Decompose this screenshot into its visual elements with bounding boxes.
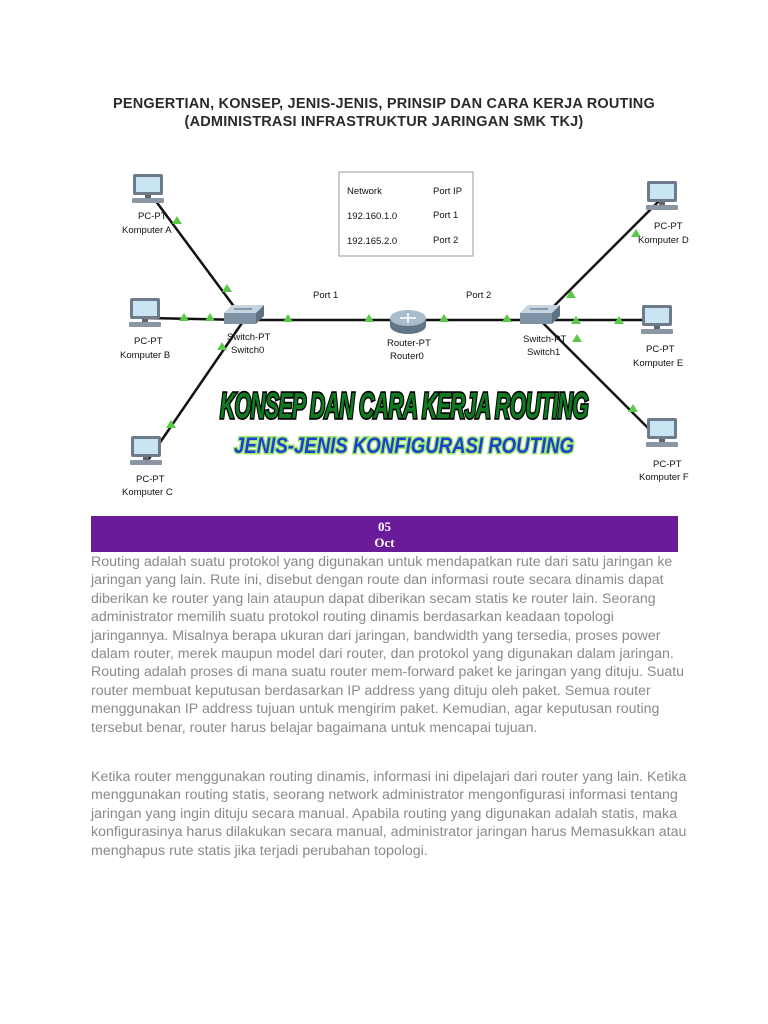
node-name-label: Komputer C [122,487,173,498]
node-name-label: Komputer A [122,225,172,236]
node-name-label: Switch1 [527,347,560,358]
port2-label: Port 2 [466,290,491,301]
routing-table: Network Port IP 192.160.1.0 Port 1 192.1… [338,171,474,257]
page-title-line1: PENGERTIAN, KONSEP, JENIS-JENIS, PRINSIP… [113,96,655,112]
computer-c: PC-PT Komputer C [122,436,173,498]
overlay-title: KONSEP DAN CARA KERJA ROUTING [220,385,588,426]
pc-icon [129,298,161,327]
routing-table-cell: Port 1 [433,210,458,221]
routing-table-cell: 192.165.2.0 [347,236,397,247]
date-banner: 05 Oct [91,516,678,552]
switch0: Switch-PT Switch0 [223,304,270,356]
pc-icon [646,418,678,447]
node-name-label: Komputer B [120,350,170,361]
node-name-label: Komputer E [633,358,683,369]
node-type-label: PC-PT [136,474,165,485]
computer-a: PC-PT Komputer A [122,174,172,236]
routing-table-header-network: Network [347,186,382,197]
node-type-label: PC-PT [134,336,163,347]
computer-f: PC-PT Komputer F [639,418,689,483]
computer-e: PC-PT Komputer E [633,305,683,369]
computer-b: PC-PT Komputer B [120,298,170,361]
node-type-label: PC-PT [653,459,682,470]
pc-icon [130,436,162,465]
router0: Router-PT Router0 [387,309,431,362]
pc-icon [646,181,678,210]
node-type-label: PC-PT [646,344,675,355]
pc-icon [132,174,164,203]
port1-label: Port 1 [313,290,338,301]
routing-table-cell: 192.160.1.0 [347,211,397,222]
pc-icon [641,305,673,334]
date-month: Oct [374,535,395,550]
node-type-label: Router-PT [387,338,431,349]
overlay-subtitle: JENIS-JENIS KONFIGURASI ROUTING [234,433,574,458]
node-name-label: Komputer F [639,472,689,483]
link-status-indicators [166,216,641,428]
router-icon [389,309,427,335]
date-day: 05 [378,519,391,534]
switch1: Switch-PT Switch1 [519,304,566,358]
network-links [146,199,661,461]
computer-d: PC-PT Komputer D [638,181,689,246]
node-type-label: PC-PT [654,221,683,232]
node-type-label: Switch-PT [523,334,566,345]
node-name-label: Router0 [390,351,424,362]
network-topology-diagram: Network Port IP 192.160.1.0 Port 1 192.1… [120,171,689,498]
switch-icon [223,304,265,325]
node-type-label: Switch-PT [227,332,270,343]
switch-icon [519,304,561,325]
page-title-line2: (ADMINISTRASI INFRASTRUKTUR JARINGAN SMK… [184,114,584,130]
article-paragraph-2: Ketika router menggunakan routing dinami… [91,769,687,859]
node-name-label: Komputer D [638,235,689,246]
node-name-label: Switch0 [231,345,264,356]
node-type-label: PC-PT [138,211,167,222]
routing-table-header-port: Port IP [433,186,462,197]
routing-table-cell: Port 2 [433,235,458,246]
article-paragraph-1: Routing adalah suatu protokol yang digun… [91,554,685,736]
